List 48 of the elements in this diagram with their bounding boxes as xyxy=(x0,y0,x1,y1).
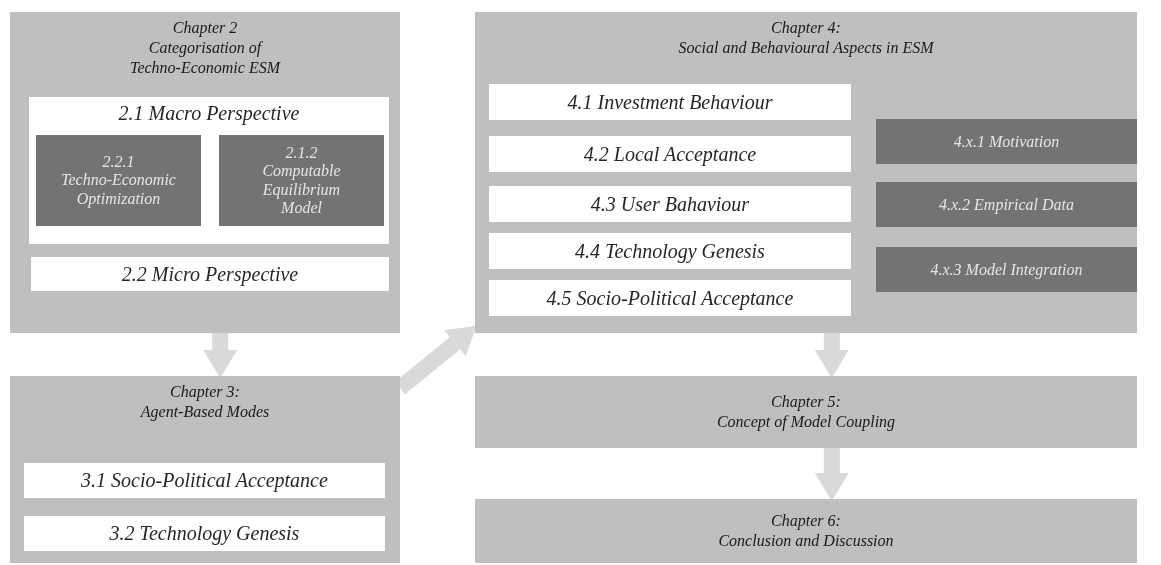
chapter-panel xyxy=(10,376,400,563)
chapter-number: Chapter 3: xyxy=(170,382,240,402)
subsection-box xyxy=(876,182,1137,227)
section-box xyxy=(489,280,851,316)
section-box xyxy=(24,463,385,498)
block-arrow xyxy=(814,333,849,378)
chapter-panel xyxy=(475,12,1137,333)
section-box xyxy=(489,136,851,172)
section-title: 3.2 Technology Genesis xyxy=(109,521,300,546)
section-title: 4.x.3 Model Integration xyxy=(930,259,1083,280)
section-number: 2.2.1 xyxy=(102,152,135,172)
chapter-number: Chapter 4: xyxy=(771,18,841,38)
chapter-number: Chapter 5: xyxy=(771,392,841,412)
block-arrow xyxy=(814,448,849,501)
section-box xyxy=(29,97,389,244)
section-title: 4.1 Investment Behaviour xyxy=(567,89,773,115)
chapter-title: Conclusion and Discussion xyxy=(718,531,894,551)
chapter-number: Chapter 6: xyxy=(771,511,841,531)
section-number: 2.1.2 xyxy=(285,143,318,163)
section-title: Computable Equilibrium Model xyxy=(261,162,342,218)
section-box xyxy=(24,516,385,551)
subsection-box xyxy=(876,247,1137,292)
chapter-title: Agent-Based Modes xyxy=(140,402,270,422)
subsection-box xyxy=(876,119,1137,164)
section-box xyxy=(489,233,851,269)
chapter-panel xyxy=(475,376,1137,448)
chapter-title: Social and Behavioural Aspects in ESM xyxy=(678,38,934,58)
subsection-box xyxy=(36,135,201,226)
section-title: 3.1 Socio-Political Acceptance xyxy=(81,468,328,493)
chapter-panel xyxy=(475,499,1137,563)
chapter-title: Concept of Model Coupling xyxy=(716,412,896,432)
section-title: 4.4 Technology Genesis xyxy=(575,238,765,264)
section-title: 4.x.1 Motivation xyxy=(953,131,1060,152)
subsection-box xyxy=(219,135,384,226)
section-title: 2.2 Micro Perspective xyxy=(121,261,299,287)
section-title: 4.2 Local Acceptance xyxy=(583,141,757,167)
section-box xyxy=(489,186,851,222)
chapter-title: Categorisation of Techno-Economic ESM xyxy=(128,38,282,78)
block-arrow xyxy=(203,333,238,378)
section-title: 2.1 Macro Perspective xyxy=(118,101,300,126)
section-box xyxy=(31,257,389,291)
section-title: 4.5 Socio-Political Acceptance xyxy=(546,285,794,311)
section-title: Techno-Economic Optimization xyxy=(60,171,177,209)
section-title: 4.x.2 Empirical Data xyxy=(938,194,1075,215)
section-title: 4.3 User Bahaviour xyxy=(590,191,750,217)
section-box xyxy=(489,84,851,120)
chapter-number: Chapter 2 xyxy=(172,18,238,38)
chapter-panel xyxy=(10,12,400,333)
